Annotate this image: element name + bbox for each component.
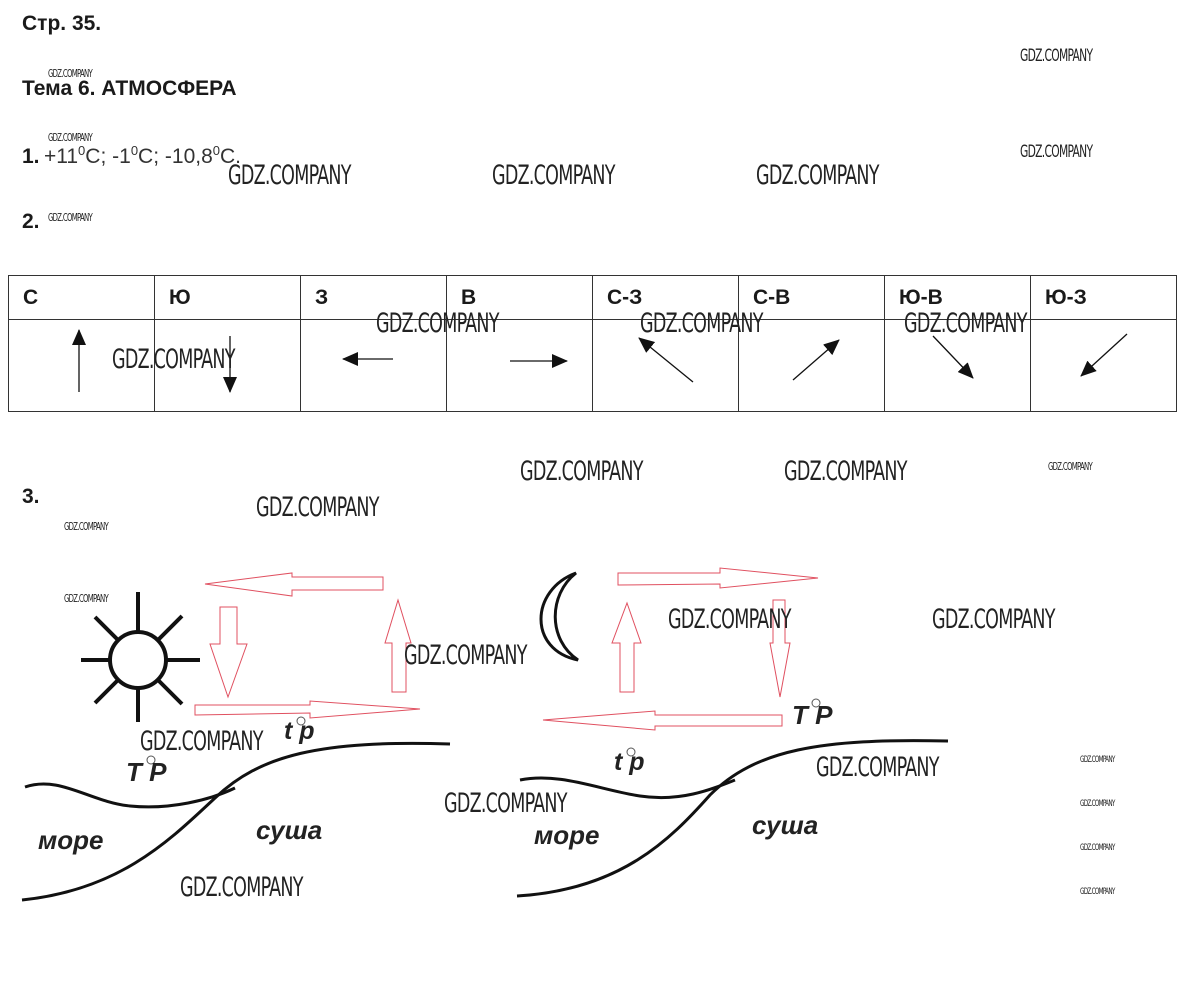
task-number: 1. [22,145,40,168]
watermark: GDZ.COMPANY [256,492,379,523]
watermark: GDZ.COMPANY [904,308,1027,339]
moon-icon [539,571,579,662]
high-pressure-label: T P [792,700,833,730]
arrow-bottom-left [542,710,783,731]
task-number: 3. [22,485,40,508]
watermark: GDZ.COMPANY [64,592,109,605]
watermark: GDZ.COMPANY [1080,887,1115,897]
arrow-north-west-icon [638,337,694,383]
watermark: GDZ.COMPANY [48,67,93,80]
watermark: GDZ.COMPANY [228,160,351,191]
direction-label: Ю [154,275,301,320]
watermark: GDZ.COMPANY [816,752,939,783]
watermark: GDZ.COMPANY [180,872,303,903]
low-pressure-label: t p [284,717,315,745]
direction-label: Ю-З [1030,275,1177,320]
arrow-south-west-icon [1080,333,1128,377]
arrow-down [769,599,791,698]
page-reference: Стр. 35. [22,12,102,35]
watermark: GDZ.COMPANY [64,520,109,533]
watermark: GDZ.COMPANY [784,456,907,487]
arrow-north-icon [72,329,86,392]
arrow-down [209,606,248,699]
watermark: GDZ.COMPANY [668,604,791,635]
coast-line [516,739,949,898]
arrow-north-east-icon [792,339,840,381]
sun-icon [81,592,200,722]
arrow-west-icon [342,352,393,366]
sea-surface-line [519,776,736,800]
high-pressure-label: T P [126,757,167,787]
sea-label: море [38,825,104,855]
watermark: GDZ.COMPANY [1080,843,1115,853]
watermark: GDZ.COMPANY [1048,460,1093,473]
watermark: GDZ.COMPANY [1080,799,1115,809]
arrow-up [611,601,642,693]
low-pressure-label: t p [614,748,645,776]
sea-surface-line [24,782,236,809]
direction-label: С [8,275,155,320]
watermark: GDZ.COMPANY [48,211,93,224]
arrow-top-right [617,567,819,589]
task-1: 1. +110C; -10C; -10,80C. [22,143,241,169]
watermark: GDZ.COMPANY [1020,46,1093,66]
watermark: GDZ.COMPANY [1080,755,1115,765]
arrow-east-icon [510,354,568,368]
watermark: GDZ.COMPANY [1020,142,1093,162]
watermark: GDZ.COMPANY [932,604,1055,635]
watermark: GDZ.COMPANY [640,308,763,339]
watermark: GDZ.COMPANY [404,640,527,671]
watermark: GDZ.COMPANY [492,160,615,191]
watermark: GDZ.COMPANY [756,160,879,191]
task-number: 2. [22,210,40,233]
sea-label: море [534,820,600,850]
watermark: GDZ.COMPANY [520,456,643,487]
watermark: GDZ.COMPANY [48,131,93,144]
watermark: GDZ.COMPANY [140,726,263,757]
arrow-bottom-right [194,700,421,719]
land-label: суша [752,810,819,840]
coast-line [21,741,451,902]
arrow-top-left [204,572,384,597]
direction-label: В [446,275,593,320]
arrow-south-east-icon [932,335,974,379]
topic-title: Тема 6. АТМОСФЕРА [22,77,237,100]
wind-directions-table: С Ю З В С-З С-В Ю-В Ю-З [8,275,1177,412]
arrow-south-icon [223,336,237,393]
arrow-up [384,598,412,693]
watermark: GDZ.COMPANY [112,344,235,375]
land-label: суша [256,815,323,845]
watermark: GDZ.COMPANY [376,308,499,339]
temperature-answer: +110C; -10C; -10,80C. [43,143,241,168]
breeze-diagrams [21,567,949,902]
watermark: GDZ.COMPANY [444,788,567,819]
direction-label: Ю-В [884,275,1031,320]
